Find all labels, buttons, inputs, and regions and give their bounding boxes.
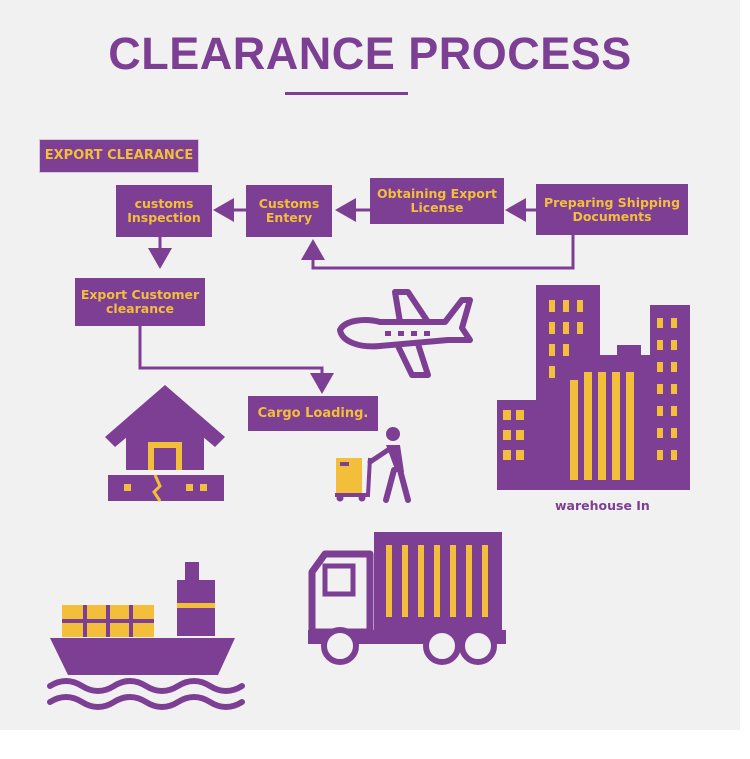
cargo-ship-icon [0, 0, 750, 759]
